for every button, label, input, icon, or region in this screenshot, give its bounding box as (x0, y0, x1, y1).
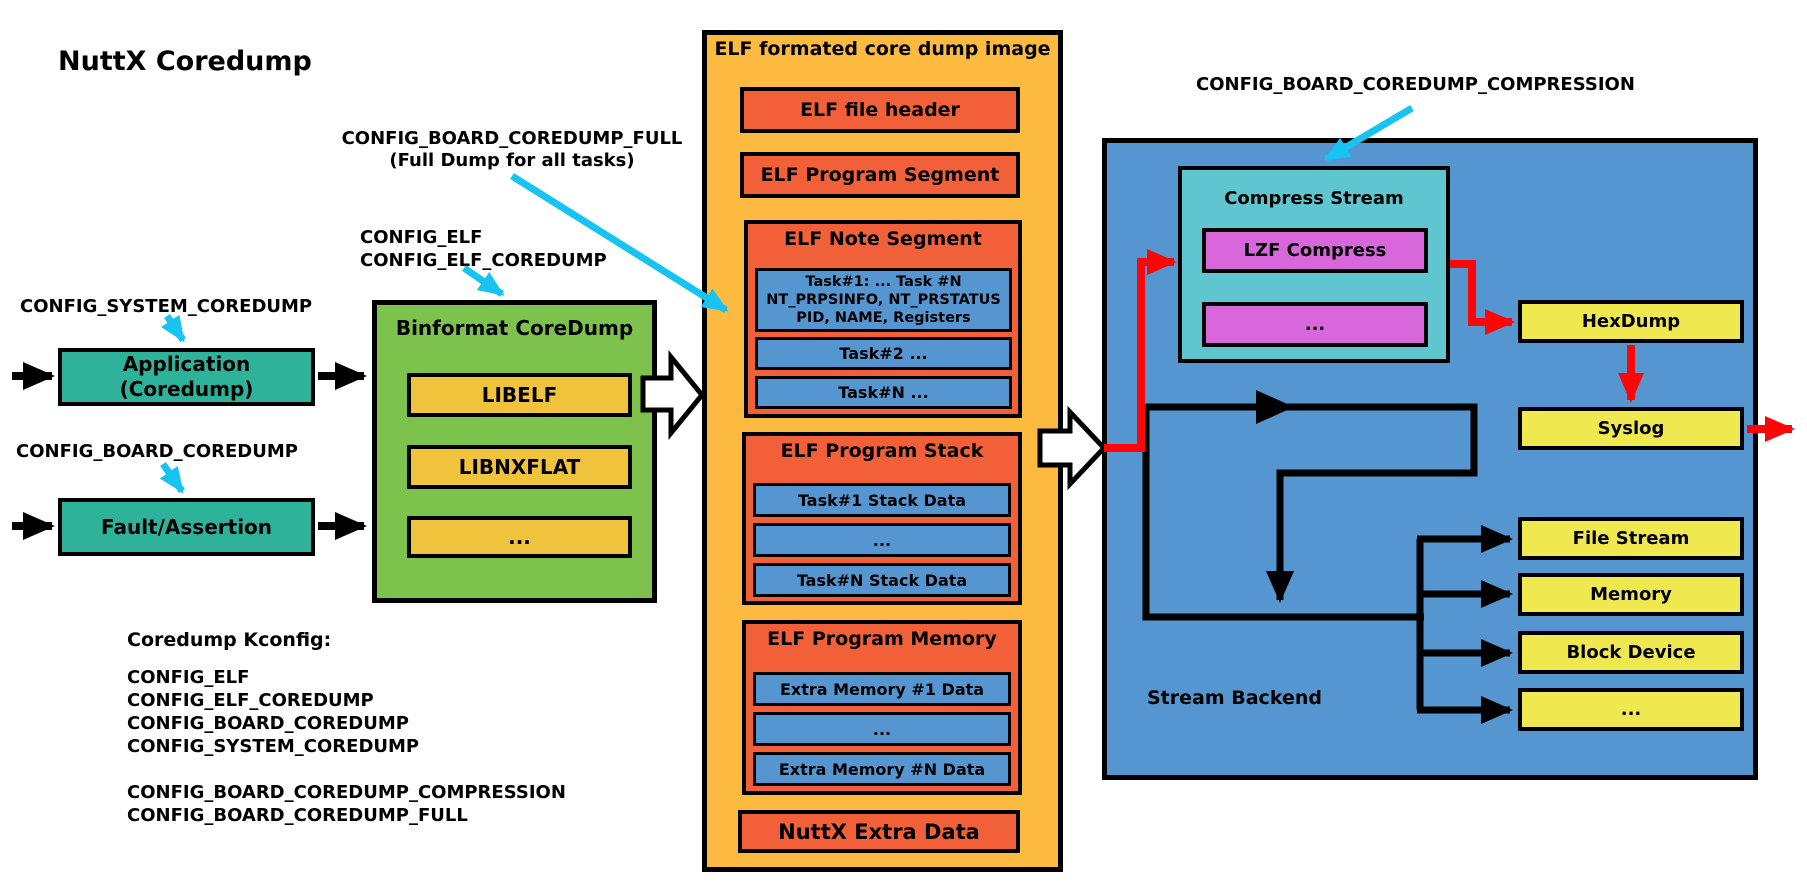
outputs-more-box: ... (1518, 688, 1744, 731)
hexdump-box: HexDump (1518, 300, 1744, 343)
elf-program-segment-box: ELF Program Segment (740, 152, 1020, 198)
block-device-box: Block Device (1518, 631, 1744, 674)
elf-program-memory-title: ELF Program Memory (767, 628, 997, 650)
libnxflat-box: LIBNXFLAT (407, 445, 632, 489)
elf-note-segment-title: ELF Note Segment (784, 228, 982, 250)
elf-file-header-box: ELF file header (740, 87, 1020, 133)
config-board-coredump-label: CONFIG_BOARD_COREDUMP (16, 441, 298, 462)
fault-assertion-box: Fault/Assertion (58, 498, 315, 556)
memory-output-box: Memory (1518, 573, 1744, 616)
kconfig-list: CONFIG_ELF CONFIG_ELF_COREDUMP CONFIG_BO… (127, 667, 566, 826)
compress-stream-title: Compress Stream (1224, 188, 1404, 209)
memory-extra1-box: Extra Memory #1 Data (753, 672, 1011, 706)
elf-core-dump-image-title: ELF formated core dump image (714, 38, 1051, 60)
note-taskN-box: Task#N ... (755, 376, 1012, 409)
syslog-box: Syslog (1518, 407, 1744, 450)
note-task1-box: Task#1: ... Task #N NT_PRPSINFO, NT_PRST… (755, 268, 1012, 332)
config-board-coredump-full-label: CONFIG_BOARD_COREDUMP_FULL (Full Dump fo… (341, 128, 683, 171)
compress-more-box: ... (1202, 302, 1428, 347)
stack-more-box: ... (753, 523, 1011, 557)
stack-task1-box: Task#1 Stack Data (753, 483, 1011, 517)
memory-extraN-box: Extra Memory #N Data (753, 752, 1011, 786)
stack-taskN-box: Task#N Stack Data (753, 563, 1011, 597)
memory-more-box: ... (753, 712, 1011, 746)
note-task2-box: Task#2 ... (755, 337, 1012, 370)
file-stream-box: File Stream (1518, 517, 1744, 560)
stream-backend-title: Stream Backend (1147, 687, 1322, 709)
binformat-coredump-title: Binformat CoreDump (395, 316, 634, 340)
config-elf-label: CONFIG_ELF CONFIG_ELF_COREDUMP (360, 227, 607, 271)
config-board-coredump-compression-label: CONFIG_BOARD_COREDUMP_COMPRESSION (1196, 74, 1635, 95)
cyan-arrow-system-coredump (161, 314, 186, 343)
binformat-more-box: ... (407, 516, 632, 558)
libelf-box: LIBELF (407, 373, 632, 417)
page-title: NuttX Coredump (58, 46, 312, 77)
kconfig-heading: Coredump Kconfig: (127, 629, 332, 651)
lzf-compress-box: LZF Compress (1202, 228, 1428, 273)
nuttx-extra-data-box: NuttX Extra Data (738, 810, 1020, 853)
config-system-coredump-label: CONFIG_SYSTEM_COREDUMP (20, 296, 313, 317)
elf-program-stack-title: ELF Program Stack (780, 440, 984, 462)
cyan-arrow-board-coredump (159, 461, 185, 494)
application-coredump-box: Application (Coredump) (58, 348, 315, 406)
